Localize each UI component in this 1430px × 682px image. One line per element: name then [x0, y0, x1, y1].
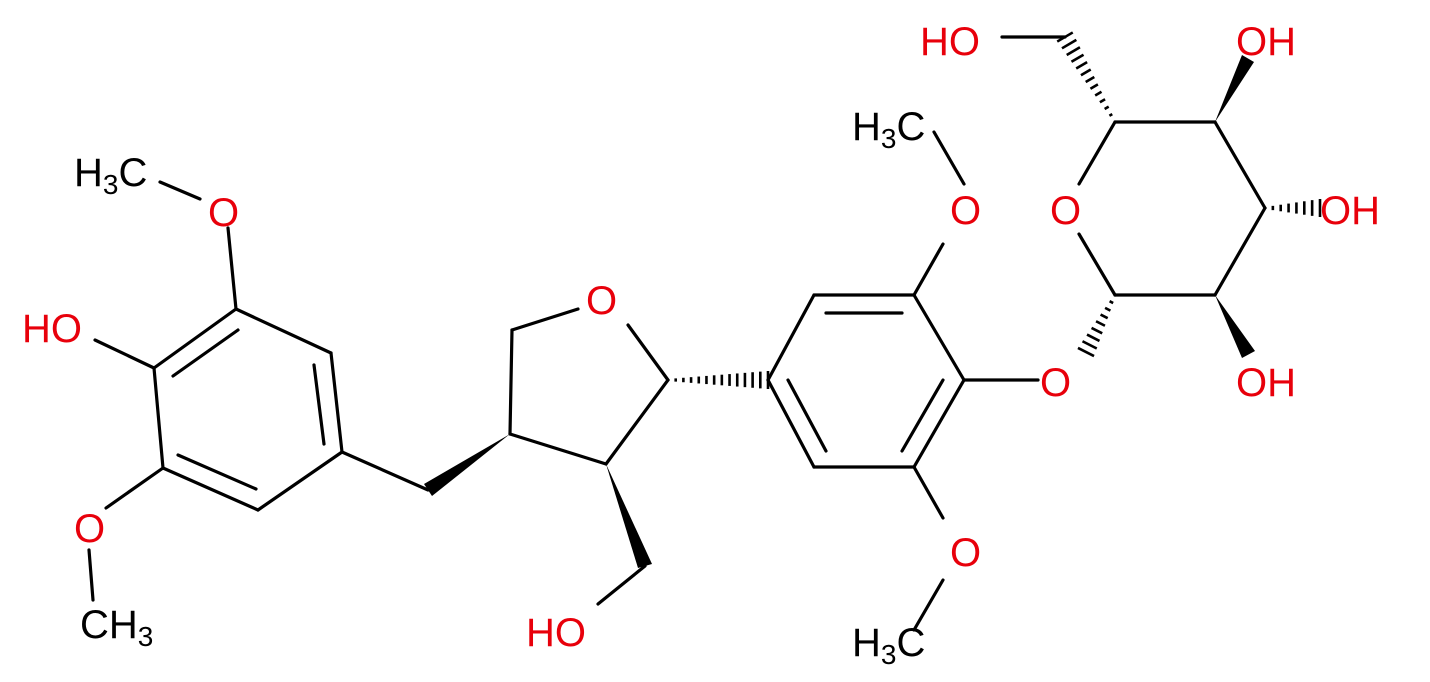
bond	[604, 378, 670, 466]
bond	[766, 293, 816, 382]
bond	[312, 363, 326, 446]
bond	[508, 432, 608, 466]
hash-stroke	[1104, 306, 1112, 312]
hash-stroke	[1095, 320, 1106, 327]
bond	[786, 378, 828, 453]
atom-label-oh-top: OH	[1236, 20, 1296, 64]
bond	[1213, 120, 1267, 210]
bond	[152, 307, 238, 370]
hash-stroke	[1056, 31, 1074, 43]
bond	[340, 450, 430, 492]
hashed-bonds	[666, 31, 1322, 389]
bond	[912, 293, 966, 382]
hash-stroke	[1075, 61, 1088, 70]
atom-label-h3c-left: H3C	[74, 151, 147, 200]
bond	[1077, 232, 1117, 297]
atom-label-o-methoxy-bottom-left: O	[74, 507, 105, 551]
bond	[912, 465, 945, 520]
bond	[1213, 206, 1267, 297]
hash-stroke	[1081, 340, 1098, 350]
bond	[234, 307, 333, 355]
hash-stroke	[1099, 313, 1109, 320]
hash-stroke	[1089, 83, 1099, 90]
hash-stroke	[1090, 326, 1103, 335]
bond	[104, 466, 165, 510]
hash-stroke	[1085, 75, 1095, 84]
atom-label-oh-bottom-glc: OH	[1236, 361, 1296, 405]
bond	[87, 548, 95, 602]
bond	[508, 328, 514, 436]
atom-label-ch3-bottom-left: CH3	[80, 603, 153, 652]
atom-label-h3c-top: H3C	[852, 105, 925, 154]
atom-label-o-methoxy-bottom: O	[950, 531, 981, 575]
hash-stroke	[1077, 346, 1095, 358]
bond	[152, 366, 165, 470]
bond	[226, 226, 238, 311]
atom-label-oh-right: OH	[1320, 189, 1380, 233]
hash-stroke	[1061, 38, 1078, 50]
bond	[932, 130, 966, 186]
wedge-bond	[606, 464, 652, 568]
bond	[912, 378, 966, 469]
bonds	[87, 35, 1267, 632]
bond	[1077, 120, 1117, 186]
atom-label-ho-left: HO	[22, 307, 82, 351]
bond	[161, 466, 260, 512]
atom-label-o-glycosidic: O	[1040, 361, 1071, 405]
wedge-bonds	[424, 55, 1255, 568]
hash-stroke	[1080, 68, 1092, 77]
bond	[256, 450, 344, 512]
bond	[176, 453, 258, 491]
hash-stroke	[1094, 90, 1103, 97]
hash-stroke	[1103, 105, 1110, 111]
bond	[626, 323, 670, 382]
bond	[158, 180, 202, 201]
wedge-bond	[424, 434, 510, 496]
bond	[766, 378, 816, 469]
bond	[900, 378, 945, 453]
bond	[329, 351, 344, 454]
hash-stroke	[1066, 46, 1081, 57]
atom-label-o-methoxy-top: O	[950, 189, 981, 233]
atom-label-o-thf: O	[586, 279, 617, 323]
atom-labels: HO OH H3C O OH O O OH H3C O HO O O CH3 H…	[22, 20, 1380, 670]
bond	[596, 564, 647, 606]
wedge-bond	[1215, 295, 1255, 358]
bond	[912, 242, 945, 297]
bond	[171, 328, 240, 378]
wedge-bond	[1215, 55, 1254, 122]
bond	[93, 338, 156, 370]
hash-stroke	[1099, 98, 1106, 104]
hash-stroke	[1109, 300, 1114, 305]
bond	[510, 307, 580, 332]
atom-label-ho-top: HO	[920, 20, 980, 64]
atom-label-ho-bottom: HO	[526, 611, 586, 655]
atom-label-o-methoxy-left: O	[208, 191, 239, 235]
hash-stroke	[1108, 112, 1113, 117]
bond	[912, 578, 945, 632]
atom-label-o-ring: O	[1050, 189, 1081, 233]
hash-stroke	[1113, 120, 1117, 124]
hash-stroke	[1070, 53, 1085, 63]
atom-label-h3c-bottom: H3C	[852, 621, 925, 670]
hash-stroke	[1113, 293, 1117, 297]
hash-stroke	[1086, 333, 1101, 343]
